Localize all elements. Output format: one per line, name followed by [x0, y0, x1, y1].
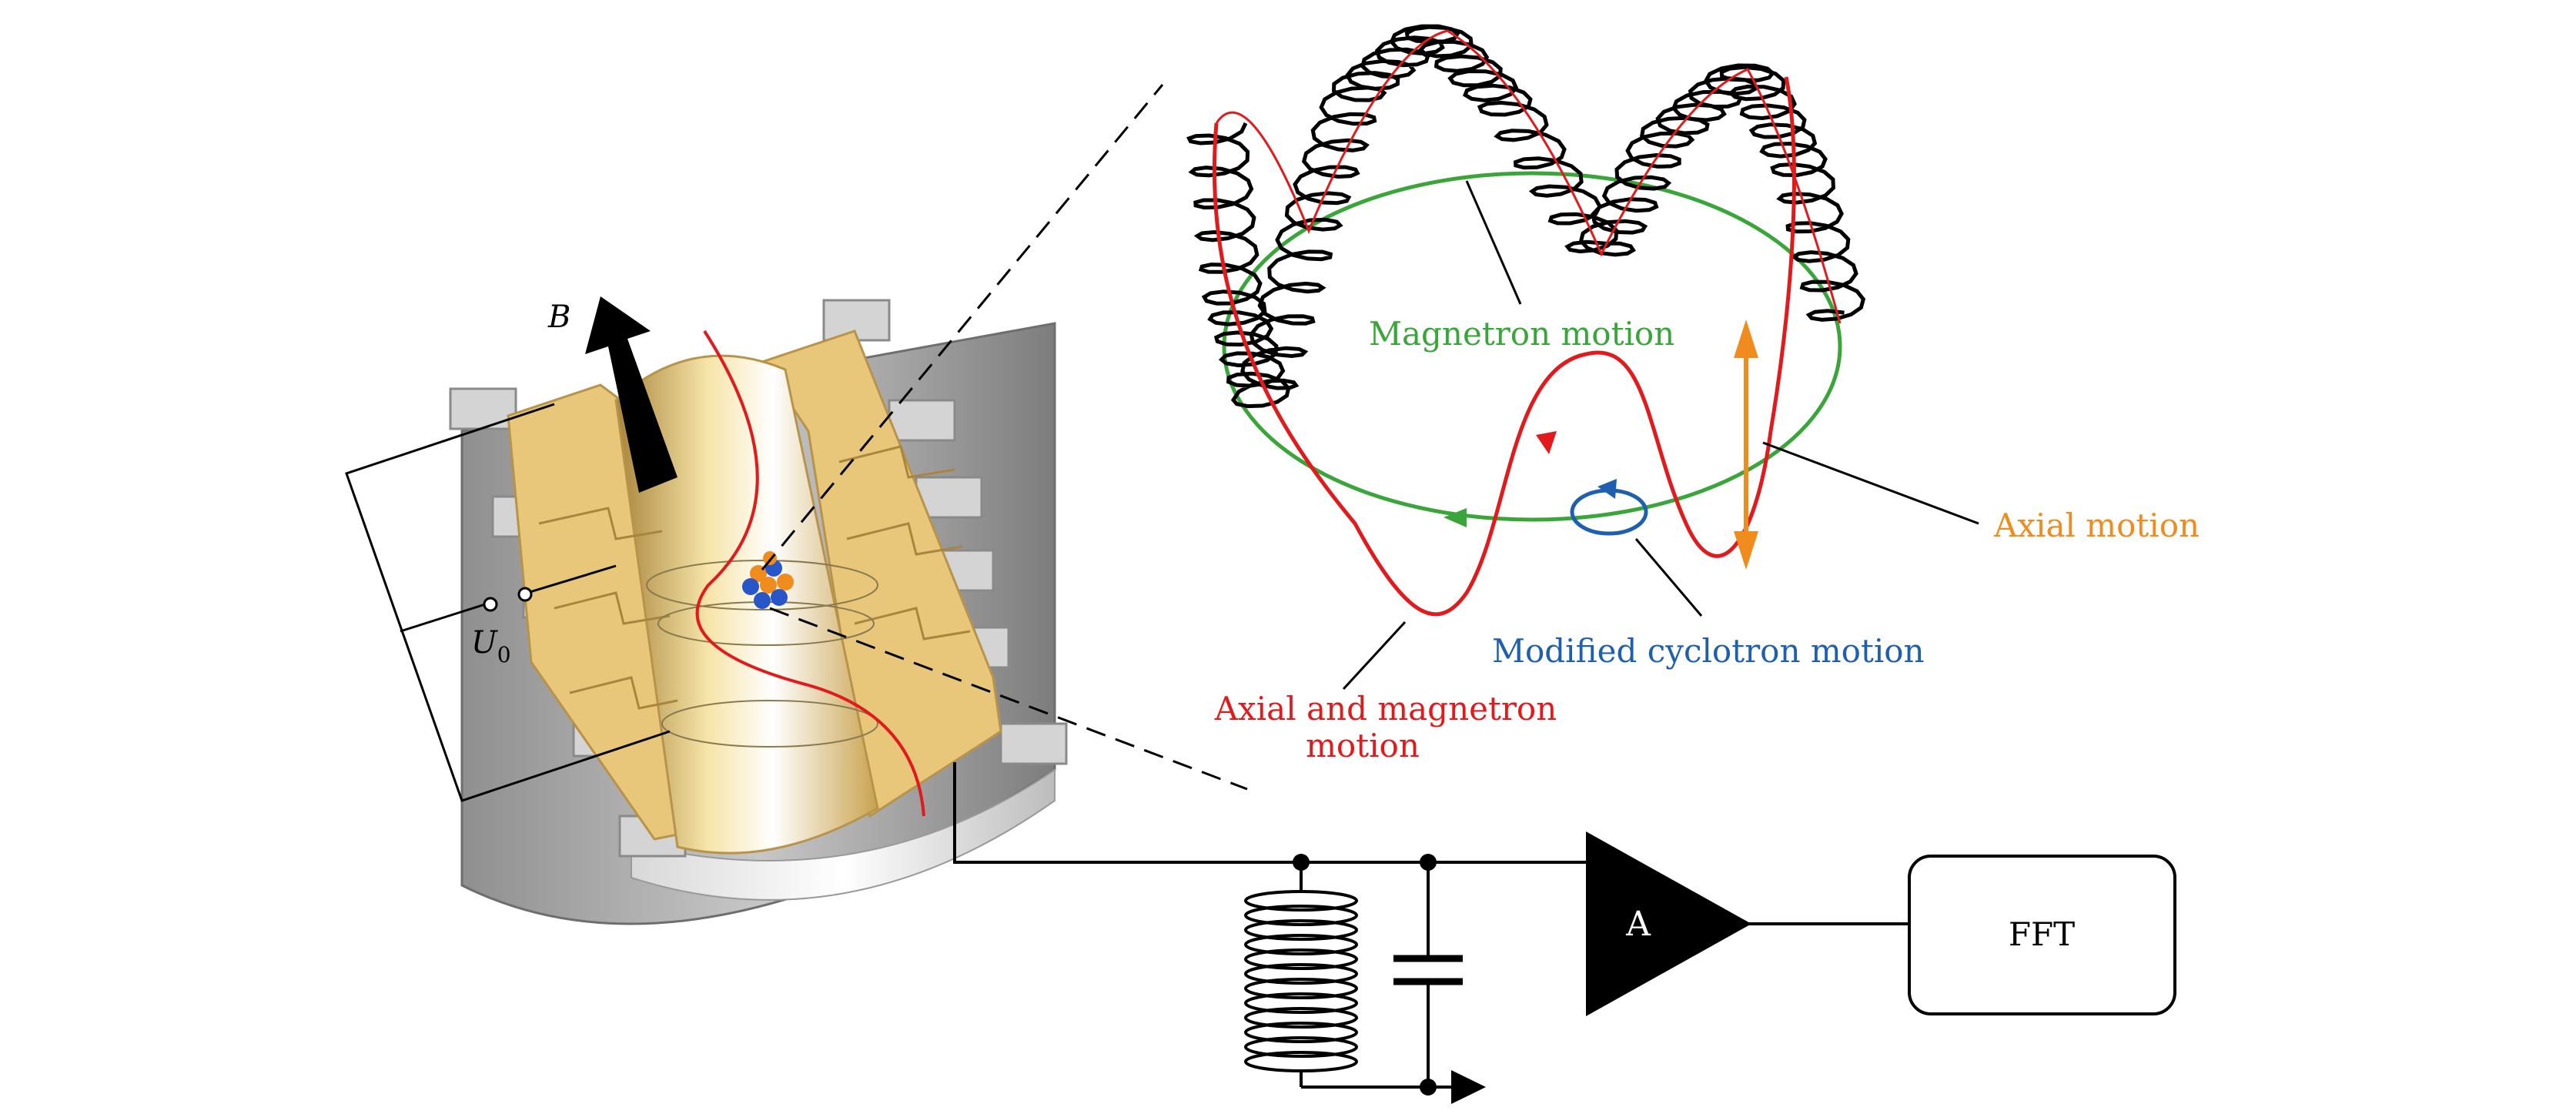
motion-diagram — [1186, 24, 1979, 691]
axial-magnetron-trace — [1212, 76, 1796, 617]
voltage-terminal-right — [517, 587, 533, 602]
amplifier-label: A — [1625, 905, 1651, 944]
potential-curve — [695, 330, 925, 817]
junction-dot-inductor — [1293, 854, 1310, 871]
axial-magnetron-motion-label-line2: motion — [1306, 727, 1420, 764]
trap-bore — [614, 354, 879, 855]
axial-magnetron-motion-label-line1: Axial and magnetron — [1214, 690, 1557, 728]
inductor-coil-loop — [1244, 978, 1358, 999]
axial-direction-arrow-icon — [1536, 431, 1557, 454]
magnetron-orbit — [1222, 171, 1842, 522]
trap-bottom-ring — [631, 768, 1055, 901]
ground-arrow-icon — [1451, 1070, 1486, 1104]
fft-label: FFT — [2009, 915, 2075, 953]
cyclotron-orbit — [1570, 488, 1648, 536]
penning-trap — [449, 296, 1068, 925]
cyclotron-direction-arrow-icon — [1597, 479, 1617, 499]
junction-dot-capacitor — [1420, 854, 1437, 871]
axial-arrow-down-icon — [1734, 531, 1758, 570]
axial-motion-label: Axial motion — [1993, 507, 2200, 544]
detection-circuit — [953, 762, 1909, 1089]
voltage-label: U0 — [471, 625, 511, 667]
inductor-coil-loop — [1244, 1036, 1358, 1058]
inductor-coil-loop — [1244, 905, 1358, 926]
voltage-terminal-left — [483, 597, 498, 612]
b-field-arrow-icon — [585, 296, 677, 493]
inductor-coil-loop — [1244, 963, 1358, 985]
inductor-coil-loop — [1244, 890, 1358, 912]
b-field-label: B — [547, 299, 570, 335]
voltage-wiring — [345, 403, 671, 802]
leader-lines — [1342, 180, 1979, 691]
inductor-coil-loop — [1244, 1007, 1358, 1029]
electrode-notches — [538, 445, 971, 710]
inductor-coil-loop — [1244, 934, 1358, 955]
magnetron-motion-label: Magnetron motion — [1369, 315, 1674, 353]
bore-rings — [646, 560, 878, 748]
fft-box — [1908, 855, 2176, 1015]
inductor-coil-icon — [1244, 890, 1358, 1072]
inductor-coil-loop — [1244, 948, 1358, 970]
zoom-lines — [761, 84, 1248, 791]
axial-arrow-up-icon — [1734, 319, 1758, 358]
axial-magnetron-guide — [1215, 29, 1842, 324]
inductor-coil-loop — [1244, 1051, 1358, 1072]
modified-cyclotron-motion-label: Modified cyclotron motion — [1492, 632, 1925, 670]
inductor-coil-loop — [1244, 1022, 1358, 1043]
inductor-coil-loop — [1244, 992, 1358, 1014]
amplifier-triangle — [1586, 831, 1751, 1016]
inductor-coil-loop — [1244, 919, 1358, 941]
cyclotron-helix-trace — [1186, 24, 1866, 409]
magnetron-direction-arrow-icon — [1444, 508, 1467, 527]
electrode-right — [760, 330, 1002, 818]
junction-dot-ground — [1420, 1079, 1437, 1096]
